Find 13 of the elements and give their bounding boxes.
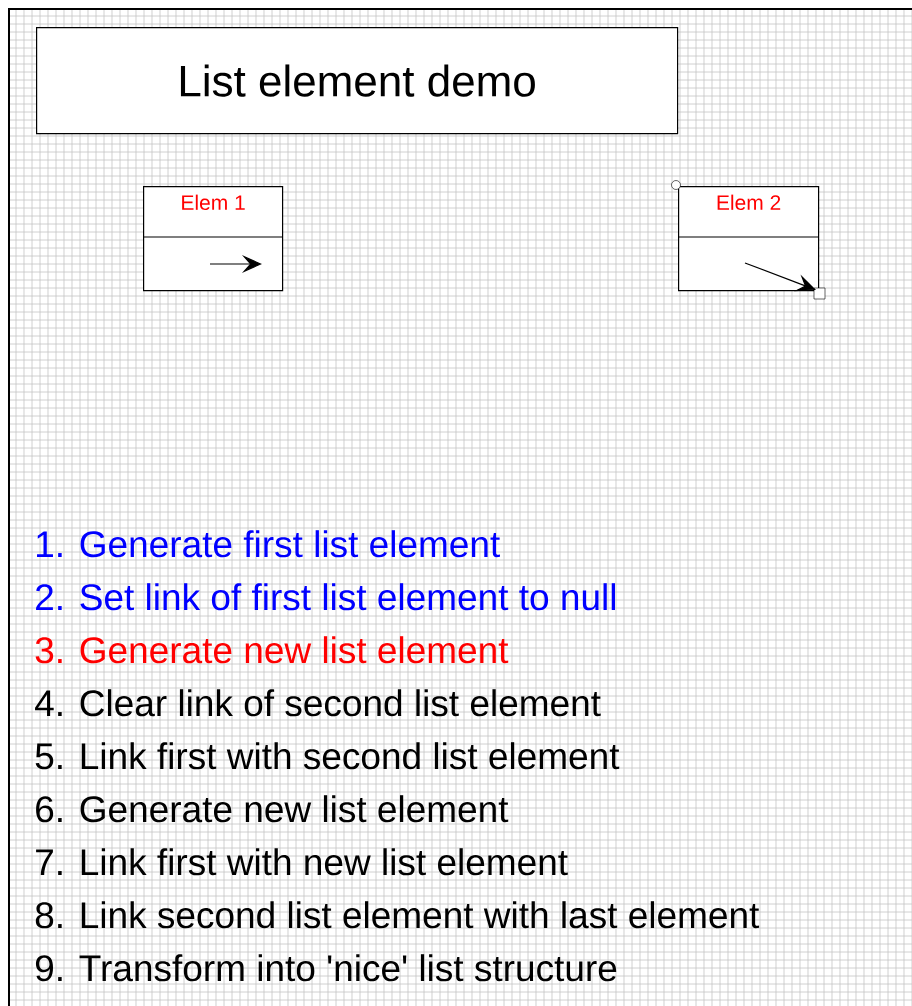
step-text: 3. Generate new list element [35, 636, 509, 664]
step-text: 1. Generate first list element [37, 530, 500, 558]
list-element-box: Elem 1 [142, 186, 284, 292]
step-text: 8. Link second list element with last element [35, 901, 760, 929]
list-element-box: Elem 2 [677, 186, 820, 292]
step-text: 5. Link first with second list element [35, 742, 620, 770]
step-text: 7. Link first with new list element [36, 848, 568, 876]
step-text: 4. Clear link of second list element [35, 689, 601, 717]
step-text: 9. Transform into 'nice' list structure [35, 954, 617, 982]
step-text: 6. Generate new list element [36, 795, 509, 823]
arrow [744, 262, 816, 292]
title-box: List element demo [36, 27, 679, 135]
step-text: 2. Set link of first list element to null [36, 583, 615, 611]
